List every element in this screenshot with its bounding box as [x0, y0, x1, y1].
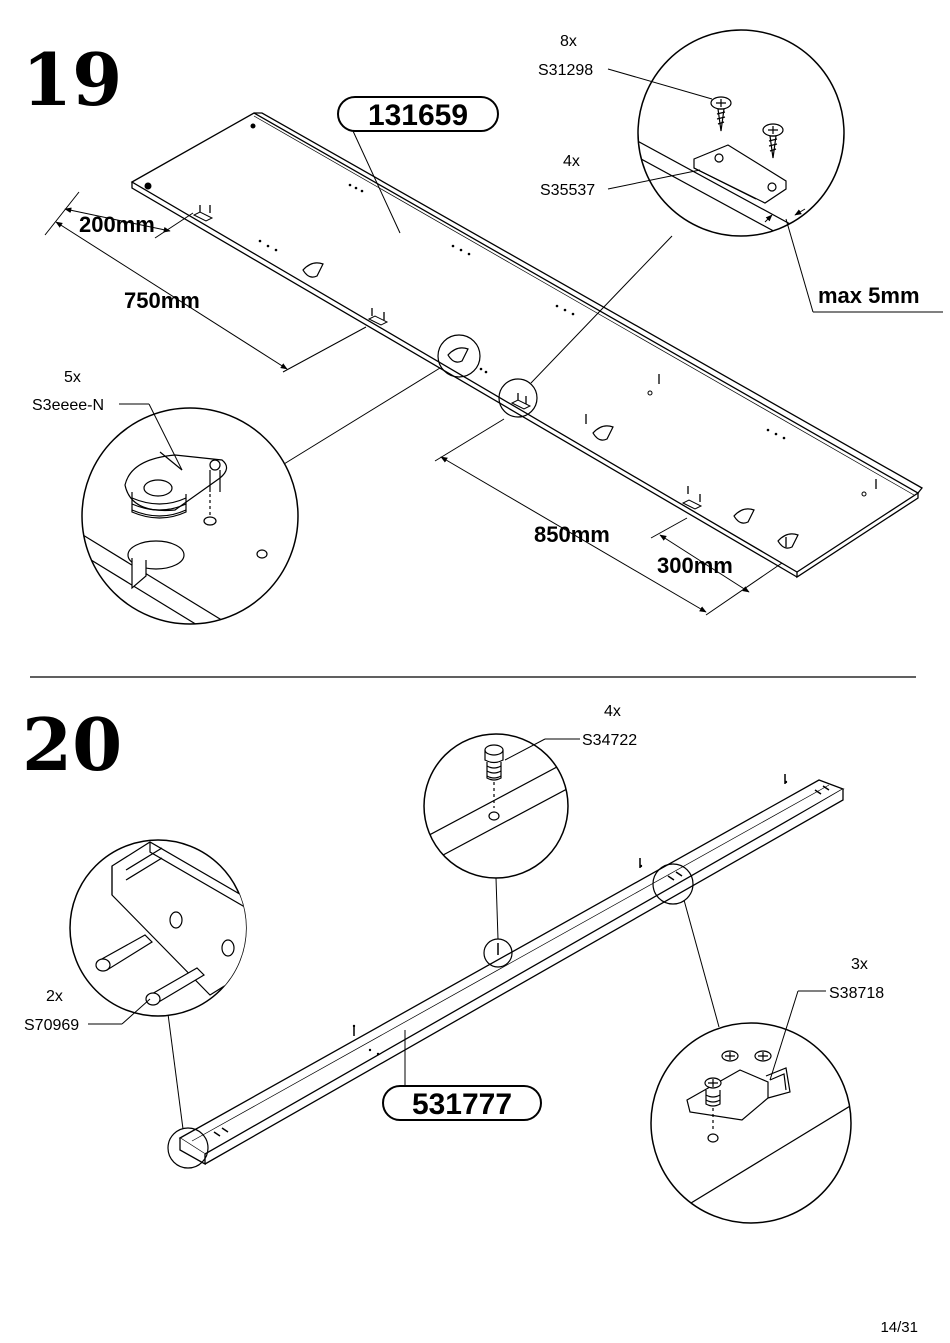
connector-line	[283, 367, 441, 465]
dimension-200mm: 200mm	[79, 212, 155, 237]
step-number-19: 19	[22, 37, 122, 122]
detail-circle-dowel	[69, 839, 247, 1017]
callout-qty-dowel: 2x	[46, 988, 63, 1005]
panel-131659	[130, 112, 923, 579]
connector-line	[683, 899, 720, 1028]
dimension-lines	[44, 191, 783, 616]
dimension-850mm: 850mm	[534, 522, 610, 547]
screw-icon	[710, 96, 732, 132]
rail-fittings	[213, 774, 830, 1137]
dimension-300mm: 300mm	[657, 553, 733, 578]
callout-qty-bracket: 3x	[851, 956, 868, 973]
leader-line	[148, 403, 183, 471]
part-badge-531777: 531777	[382, 1030, 542, 1121]
leader-line	[607, 169, 701, 190]
zoom-source-plate	[498, 378, 538, 418]
leader-line	[607, 68, 713, 100]
callout-qty-cam: 5x	[64, 369, 81, 386]
zoom-source-cam	[437, 334, 481, 378]
part-badge-131659: 131659	[337, 96, 499, 234]
callout-code-dowel: S70969	[24, 1017, 79, 1034]
callout-code-cam-bolt: S34722	[582, 732, 637, 749]
part-number-131659: 131659	[368, 99, 468, 132]
screw-icon	[762, 123, 784, 159]
detail-circle-cam	[81, 407, 299, 625]
dimension-750mm: 750mm	[124, 288, 200, 313]
detail-circle-bracket	[650, 1022, 852, 1224]
cam-locks-on-edge	[302, 262, 799, 549]
zoom-source-bracket	[652, 863, 694, 905]
part-number-531777: 531777	[412, 1088, 512, 1121]
connector-line	[530, 235, 673, 384]
step-number-20: 20	[22, 702, 122, 787]
detail-circle-plate	[637, 29, 845, 237]
leader-line	[121, 998, 151, 1025]
leader-line	[769, 990, 799, 1081]
gap-indicator	[764, 208, 943, 313]
page-number: 14/31	[880, 1319, 918, 1336]
connector-line	[167, 1013, 184, 1130]
callout-qty-cam-bolt: 4x	[604, 703, 621, 720]
callout-code-bracket: S38718	[829, 985, 884, 1002]
connector-line	[495, 877, 499, 940]
callout-qty-screw: 8x	[560, 33, 577, 50]
zoom-source-dowel	[167, 1127, 209, 1169]
callout-code-screw: S31298	[538, 62, 593, 79]
callout-code-plate: S35537	[540, 182, 595, 199]
callout-qty-plate: 4x	[563, 153, 580, 170]
leader-line	[504, 738, 546, 761]
dimension-max-5mm: max 5mm	[818, 283, 920, 308]
detail-circle-cam-bolt	[423, 733, 569, 879]
callout-code-cam: S3eeee-N	[32, 397, 104, 414]
